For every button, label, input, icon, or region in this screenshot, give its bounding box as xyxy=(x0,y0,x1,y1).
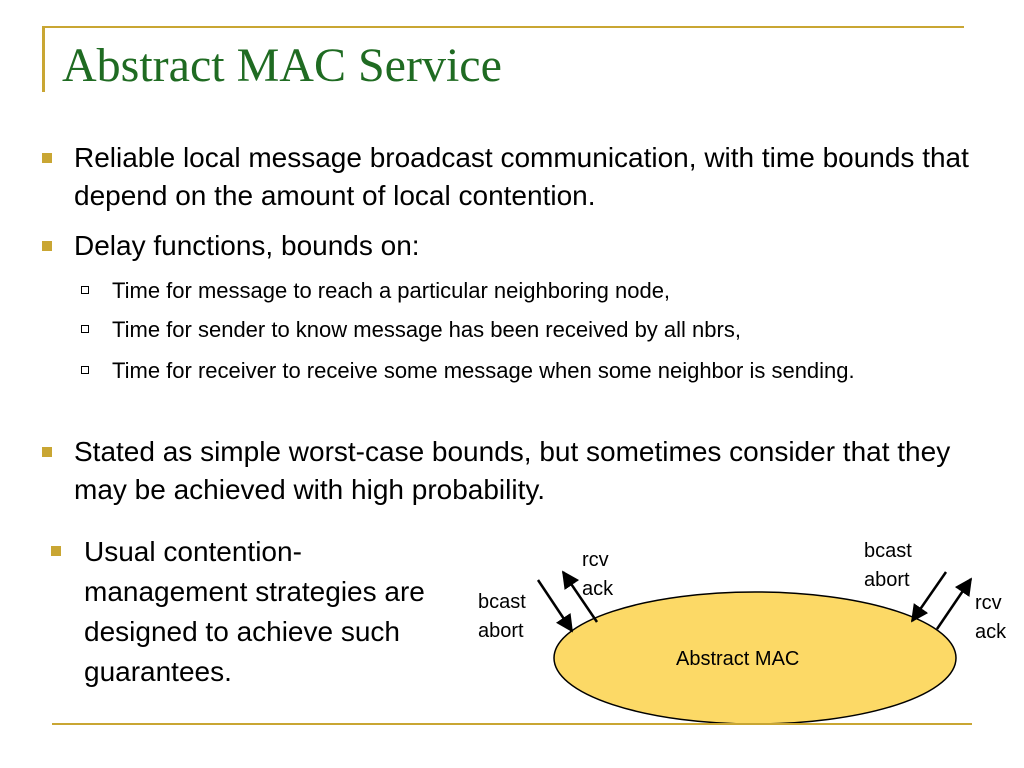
square-bullet-icon xyxy=(42,153,52,163)
right-rcv-arrow xyxy=(935,577,973,630)
label-line: rcv xyxy=(975,592,1002,614)
hollow-square-bullet-icon xyxy=(81,325,89,333)
bullet-text: Stated as simple worst-case bounds, but … xyxy=(74,436,951,505)
right-rcv-label: rcv ack xyxy=(975,589,1006,647)
label-line: ack xyxy=(975,621,1007,643)
label-line: abort xyxy=(478,620,524,642)
sub-bullet-item-3: Time for receiver to receive some messag… xyxy=(81,355,982,387)
sub-bullet-text: Time for sender to know message has been… xyxy=(112,317,741,342)
bullet-item-4: Usual contention-management strategies a… xyxy=(51,532,464,692)
left-bcast-arrow xyxy=(536,579,574,633)
sub-bullet-text: Time for message to reach a particular n… xyxy=(112,278,671,303)
label-line: ack xyxy=(582,578,614,600)
sub-bullet-item-1: Time for message to reach a particular n… xyxy=(81,275,982,307)
title-accent-line xyxy=(42,26,45,92)
hollow-square-bullet-icon xyxy=(81,286,89,294)
bullet-text: Usual contention-management strategies a… xyxy=(84,536,425,687)
square-bullet-icon xyxy=(42,447,52,457)
label-line: bcast xyxy=(478,591,526,613)
sub-bullet-text: Time for receiver to receive some messag… xyxy=(112,358,855,383)
bottom-rule xyxy=(52,723,972,725)
bullet-text: Delay functions, bounds on: xyxy=(74,230,420,261)
right-bcast-label: bcast abort xyxy=(864,537,912,595)
hollow-square-bullet-icon xyxy=(81,366,89,374)
right-bcast-arrow xyxy=(910,571,948,623)
label-line: abort xyxy=(864,569,910,591)
label-line: rcv xyxy=(582,549,609,571)
slide-title: Abstract MAC Service xyxy=(62,39,502,92)
bullet-item-3: Stated as simple worst-case bounds, but … xyxy=(42,433,994,509)
square-bullet-icon xyxy=(51,546,61,556)
left-rcv-label: rcv ack xyxy=(582,546,613,604)
left-rcv-arrow xyxy=(561,570,599,623)
square-bullet-icon xyxy=(42,241,52,251)
top-rule xyxy=(42,26,964,28)
bullet-item-1: Reliable local message broadcast communi… xyxy=(42,139,994,215)
bullet-item-2: Delay functions, bounds on: xyxy=(42,227,994,265)
label-line: bcast xyxy=(864,540,912,562)
bullet-text: Reliable local message broadcast communi… xyxy=(74,142,969,211)
sub-bullet-item-2: Time for sender to know message has been… xyxy=(81,314,982,346)
ellipse-label: Abstract MAC xyxy=(676,648,800,670)
left-bcast-label: bcast abort xyxy=(478,588,526,646)
